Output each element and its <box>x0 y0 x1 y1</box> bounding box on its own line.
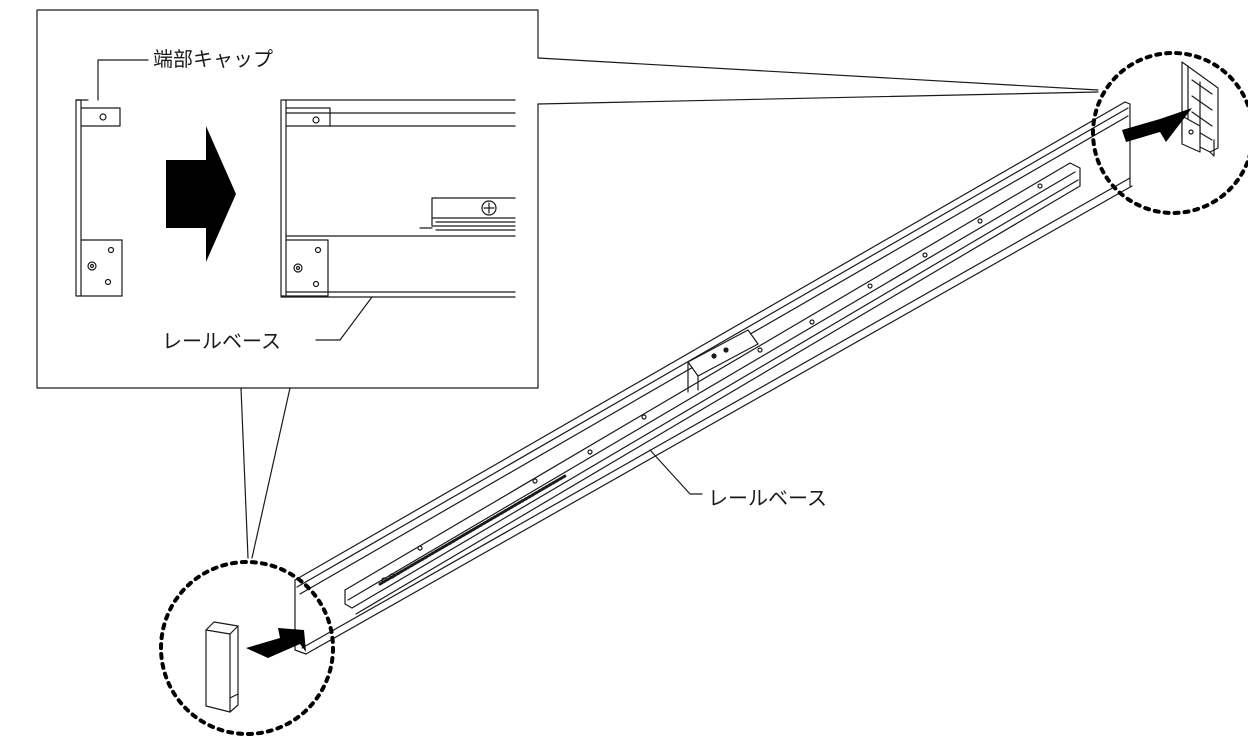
top-callout-circle <box>1091 51 1248 215</box>
inset-leader-bottom <box>537 91 1099 105</box>
inset-leader-left <box>240 387 249 559</box>
inset-detail-box <box>36 9 1099 559</box>
end-cap-part <box>75 99 123 297</box>
bottom-callout-circle <box>159 560 335 736</box>
main-rail-base-label: レールベース <box>708 486 827 510</box>
top-end-cap <box>1181 61 1219 157</box>
inset-leader-right <box>251 387 291 559</box>
bottom-end-cap <box>205 621 239 713</box>
end-cap-leader <box>97 59 149 101</box>
arrow-left-icon <box>1122 108 1192 142</box>
inset-rail-base-label: レールベース <box>162 329 281 353</box>
inset-rail-leader <box>315 296 373 341</box>
screw-head-icon <box>481 200 497 216</box>
inset-leader-top <box>537 57 1099 91</box>
inset-rail-with-cap <box>280 99 516 298</box>
end-cap-label: 端部キャップ <box>153 47 273 71</box>
main-rail <box>294 101 1133 655</box>
main-rail-leader <box>649 449 703 495</box>
arrow-right-icon <box>166 126 236 262</box>
arrow-right-icon <box>246 628 306 658</box>
